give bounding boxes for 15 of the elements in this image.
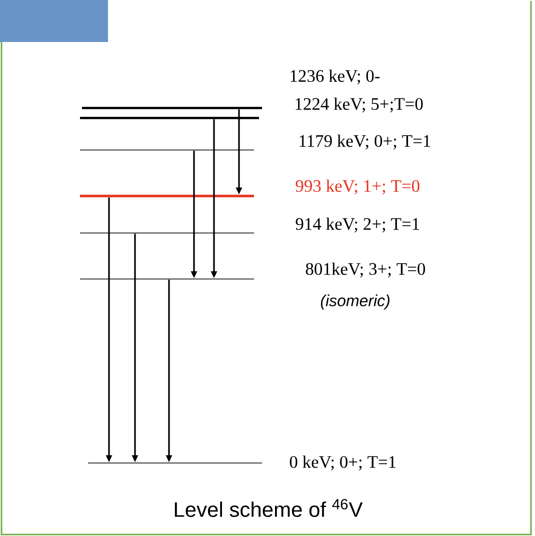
energy-level-line (80, 232, 254, 234)
level-label: 1224 keV; 5+;T=0 (296, 98, 423, 112)
energy-level-line (80, 116, 259, 120)
level-label: 1179 keV; 0+; T=1 (300, 134, 430, 150)
energy-level-line (80, 278, 254, 280)
level-label: 801keV; 3+; T=0 (306, 262, 426, 278)
level-label: 993 keV; 1+; T=0 (296, 180, 420, 194)
energy-level-line (82, 106, 262, 110)
level-label: 914 keV; 2+; T=1 (296, 218, 420, 232)
energy-level-line (88, 462, 262, 464)
level-label: 1236 keV; 0- (290, 70, 380, 84)
energy-level-line (80, 194, 254, 198)
level-label: (isomeric) (320, 294, 390, 310)
level-label: 0 keV; 0+; T=1 (290, 456, 396, 470)
caption: Level scheme of $^{46}$V (174, 499, 363, 517)
